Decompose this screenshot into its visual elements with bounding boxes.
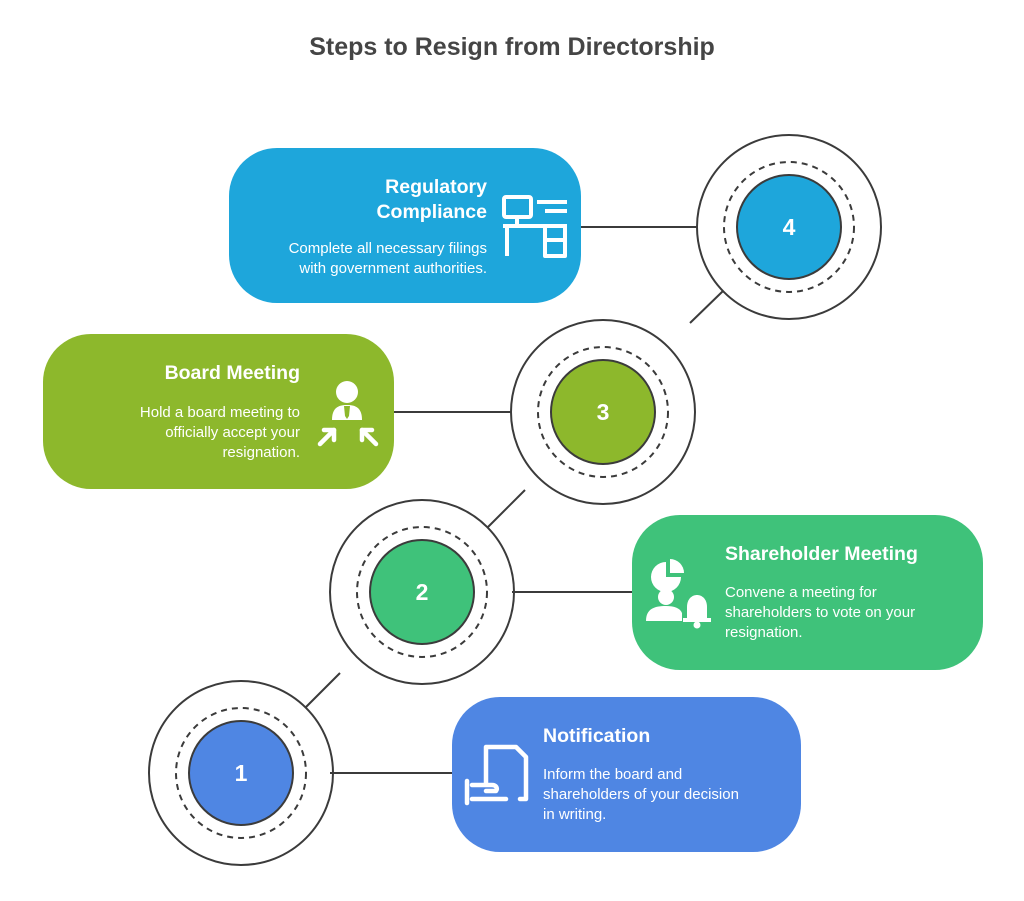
step-number-4: 4 [782,214,796,240]
dashed-ring-2 [356,526,488,658]
office-desk-icon [502,195,567,258]
step-number-2: 2 [415,579,429,605]
link-2-3 [487,489,526,528]
step-circle-3 [550,359,656,465]
step-number-3: 3 [596,399,610,425]
step-card-notification: Notification Inform the board and shareh… [452,697,801,852]
pie-chart-person-bell-icon [646,559,711,629]
page-title: Steps to Resign from Directorship [309,33,715,61]
dashed-ring-3 [537,346,669,478]
step-card-board-meeting: Board Meeting Hold a board meeting to of… [43,334,394,489]
step-title: Notification [543,725,651,747]
ring-1 [148,680,334,866]
step-description: Inform the board and shareholders of you… [543,766,739,823]
step-description: Convene a meeting for shareholders to vo… [725,584,916,641]
ring-3 [510,319,696,505]
step-title: Shareholder Meeting [725,543,918,565]
link-3-4 [689,290,724,324]
ring-2 [329,499,515,685]
step-title: Regulatory Compliance [376,176,487,223]
link-1-2 [305,672,341,708]
step-circle-1 [188,720,294,826]
ring-4 [696,134,882,320]
dashed-ring-1 [175,707,307,839]
step-card-regulatory-compliance: Regulatory Compliance Complete all neces… [229,148,581,303]
step-description: Complete all necessary filings with gove… [288,240,487,277]
dashed-ring-4 [723,161,855,293]
step-title: Board Meeting [164,362,300,384]
step-description: Hold a board meeting to officially accep… [139,404,300,461]
person-arrows-icon [317,381,379,447]
step-number-1: 1 [234,760,248,786]
step-card-shareholder-meeting: Shareholder Meeting Convene a meeting fo… [632,515,983,670]
step-circle-4 [736,174,842,280]
document-hand-icon [464,744,529,806]
step-circle-2 [369,539,475,645]
